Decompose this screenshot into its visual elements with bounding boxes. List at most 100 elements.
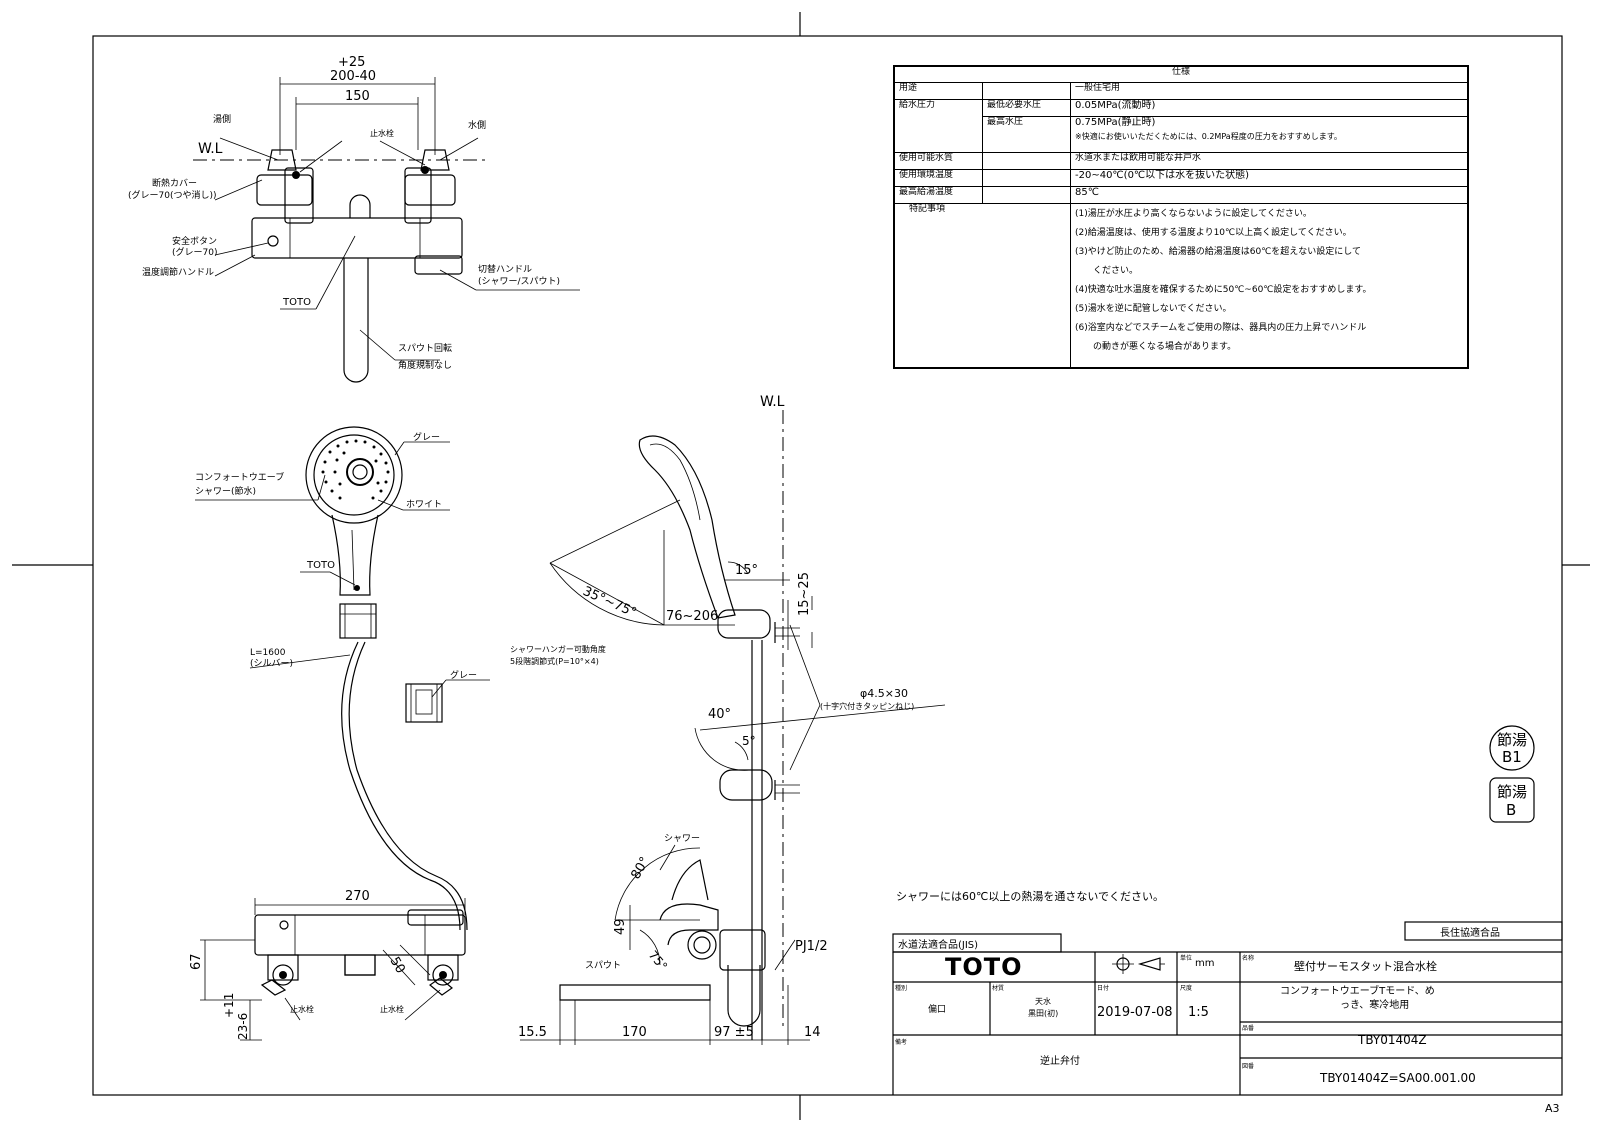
spec-value-usage: 一般住宅用 [1070,82,1468,100]
tb-name-line1: 壁付サーモスタット混合水栓 [1294,959,1437,973]
cover-label: 断熱カバー [152,177,197,189]
spec-note: (6)浴室内などでスチームをご使用の際は、器具内の圧力上昇でハンドル [1075,323,1367,333]
tb-date-label: 日付 [1097,984,1109,992]
spout-label: スパウト [585,960,621,971]
spec-notes: (1)湯圧が水圧より高くならないように設定してください。 (2)給湯温度は、使用… [1070,203,1468,368]
tb-long-life: 長住協適合品 [1440,926,1500,939]
angle-15: 15° [735,563,758,578]
spec-label-env-temp: 使用環境温度 [894,169,983,187]
toto-body-label: TOTO [282,297,311,308]
spec-sub-max-temp [982,186,1071,204]
dim-200-40: 200-40 [330,69,376,84]
spec-label-water: 使用可能水質 [894,152,983,170]
stop-valve-top-label: 止水栓 [370,128,394,138]
tb-jis: 水道法適合品(JIS) [898,938,978,951]
angle-80: 80° [628,855,653,882]
gray-holder-label: グレー [450,669,477,681]
tb-name-label: 名称 [1242,954,1254,962]
angle-40: 40° [708,707,731,722]
tb-model: TBY01404Z [1357,1033,1427,1047]
safety-color-label: (グレー70) [172,246,217,258]
hose-color-label: (シルバー) [250,658,293,669]
tb-material-value1: 天水 [1035,996,1051,1006]
spec-max-pressure-value: 0.75MPa(静止時) [1075,117,1156,128]
dim-50: 50 [387,955,408,977]
tb-date: 2019-07-08 [1097,1005,1173,1020]
spec-max-pressure-note: ※快適にお使いいただくためには、0.2MPa程度の圧力をおすすめします。 [1075,132,1342,141]
spec-label-usage: 用途 [894,82,983,100]
switch-handle-sub-label: (シャワー/スパウト) [478,276,560,287]
tb-scale: 1:5 [1188,1005,1209,1020]
tb-material-value2: 黒田(初) [1028,1008,1058,1018]
spout-rotation-label: スパウト回転 [398,343,452,354]
wl-side-label: W.L [760,394,785,410]
tb-scale-label: 尺度 [1180,984,1192,992]
tb-drawing-no: TBY01404Z=SA00.001.00 [1319,1071,1476,1085]
spec-sub-env-temp [982,169,1071,187]
saving-b-top: 節湯 [1497,783,1527,801]
spec-sub-min-pressure: 最低必要水圧 [982,99,1071,117]
screw-sub-label: (十字穴付きタッピンねじ) [820,701,914,711]
dim-49: 49 [613,918,628,935]
tb-type-label: 種別 [895,984,907,992]
tb-unit-label: 単位 [1180,954,1192,962]
tb-remark: 逆止弁付 [1040,1054,1080,1067]
saving-b1-bottom: B1 [1502,748,1522,766]
shower-head-front [195,426,490,931]
spec-label-max-temp: 最高給湯温度 [894,186,983,204]
spec-value-env-temp: -20~40℃(0℃以下は水を抜いた状態) [1070,169,1468,187]
gray-head-label: グレー [413,431,440,443]
tb-name-line3: っき、寒冷地用 [1340,998,1409,1011]
comfort-wave-label: コンフォートウエーブ [195,471,284,483]
hanger-label: シャワーハンガー可動角度 [510,644,606,654]
sheet-size: A3 [1545,1102,1560,1115]
hot-water-warning: シャワーには60℃以上の熱湯を通さないでください。 [896,890,1164,903]
cover-color-label: (グレー70(つや消し)) [128,189,217,201]
tb-remark-label: 備考 [895,1038,907,1046]
front-view-bottom [200,898,466,1041]
dim-14: 14 [804,1025,821,1040]
spec-sub-water [982,152,1071,170]
dim-plus25: +25 [338,55,365,70]
spec-note: の動きが悪くなる場合があります。 [1075,342,1237,352]
spec-sub-usage [982,82,1071,100]
dim-150: 150 [345,89,370,104]
dim-97: 97 ±5 [714,1025,754,1040]
spec-notes-label: 特記事項 [894,203,1071,368]
water-side-label: 水側 [468,119,486,131]
white-label: ホワイト [406,499,442,510]
switch-handle-label: 切替ハンドル [478,263,532,275]
spec-note: (5)湯水を逆に配管しないでください。 [1075,304,1232,314]
angle-5: 5° [742,734,756,748]
spec-header: 仕様 [894,66,1468,83]
shower-saving-label: シャワー(節水) [195,485,256,497]
tb-logo: TOTO [945,953,1023,981]
spec-note: (4)快適な吐水温度を確保するために50℃~60℃設定をおすすめします。 [1075,285,1372,295]
saving-b1-top: 節湯 [1497,731,1527,749]
hanger-sub-label: 5段階調節式(P=10°×4) [510,656,599,666]
dim-15-25: 15~25 [797,572,812,616]
hot-side-label: 湯側 [213,113,231,125]
dim-23-6: 23-6 [236,1013,250,1040]
spec-table: 仕様 用途 一般住宅用 給水圧力 最低必要水圧 0.05MPa(流動時) 最高水… [893,65,1469,369]
wl-top-label: W.L [198,141,223,157]
tb-name-line2: コンフォートウエーブTモード、め [1280,984,1435,997]
spout-rotation-sub-label: 角度規制なし [398,359,452,371]
dim-67: 67 [189,953,204,970]
saving-b-bottom: B [1506,801,1516,819]
spec-note: (2)給湯温度は、使用する温度より10℃以上高く設定してください。 [1075,228,1352,238]
angle-35-75: 35°~75° [580,584,638,621]
spec-value-water: 水道水または飲用可能な井戸水 [1070,152,1468,170]
saving-badges [1489,725,1535,823]
screw-label: φ4.5×30 [860,687,908,700]
side-view [520,410,946,1045]
spec-value-min-pressure: 0.05MPa(流動時) [1070,99,1468,117]
tb-drawing-no-label: 図番 [1242,1063,1254,1070]
temp-handle-label: 温度調節ハンドル [142,266,214,278]
stop-valve-right-label: 止水栓 [380,1004,404,1014]
stop-valve-left-label: 止水栓 [290,1004,314,1014]
spec-value-max-pressure: 0.75MPa(静止時) ※快適にお使いいただくためには、0.2MPa程度の圧力… [1070,116,1468,153]
front-view-top [193,77,580,383]
dim-270: 270 [345,889,370,904]
